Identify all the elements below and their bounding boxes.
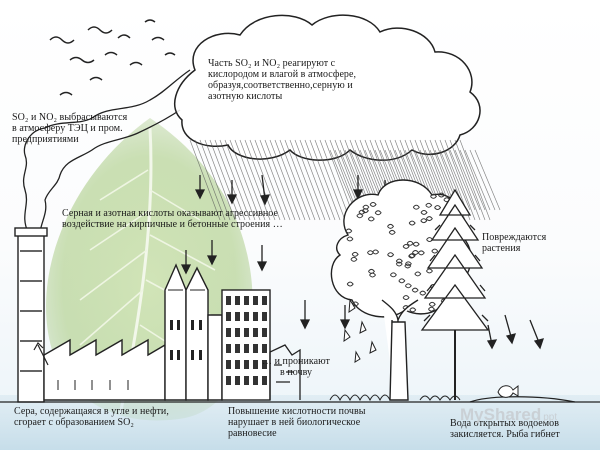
building-window <box>226 296 231 305</box>
building-window <box>226 312 231 321</box>
building-window <box>253 312 258 321</box>
building-window <box>244 360 249 369</box>
building-window <box>253 296 258 305</box>
building-window <box>262 312 267 321</box>
building-window <box>235 376 240 385</box>
building-window <box>244 312 249 321</box>
label-plants: Повреждаются растения <box>482 232 546 254</box>
building-window <box>235 296 240 305</box>
building-window <box>226 328 231 337</box>
building-window <box>244 328 249 337</box>
building-window <box>253 344 258 353</box>
label-soil: … и проникают в почву <box>262 356 330 378</box>
building-window <box>226 344 231 353</box>
apartment-building <box>222 290 270 400</box>
building-window <box>253 328 258 337</box>
label-acidity: Повышение кислотности почвы нарушает в н… <box>228 406 366 439</box>
building-window <box>244 296 249 305</box>
building-window <box>226 360 231 369</box>
factory-chimney <box>15 228 47 402</box>
building-window <box>253 360 258 369</box>
wind-wisps <box>50 20 175 95</box>
building-window <box>253 376 258 385</box>
building-window <box>226 376 231 385</box>
building-window <box>235 344 240 353</box>
building-window <box>244 376 249 385</box>
label-buildings: Серная и азотная кислоты оказывают агрес… <box>62 208 283 230</box>
building-window <box>235 328 240 337</box>
label-reaction: Часть SO₂ и NO₂ реагируют с кислородом и… <box>208 58 356 102</box>
building-window <box>262 296 267 305</box>
building-window <box>235 312 240 321</box>
watermark: MySharedppt <box>460 405 557 425</box>
label-emission: SO₂ и NO₂ выбрасываются в атмосферу ТЭЦ … <box>12 112 127 145</box>
building-window <box>235 360 240 369</box>
label-sulfur: Сера, содержащаяся в угле и нефти, сгора… <box>14 406 169 428</box>
building-window <box>244 344 249 353</box>
building-window <box>262 344 267 353</box>
building-window <box>262 328 267 337</box>
